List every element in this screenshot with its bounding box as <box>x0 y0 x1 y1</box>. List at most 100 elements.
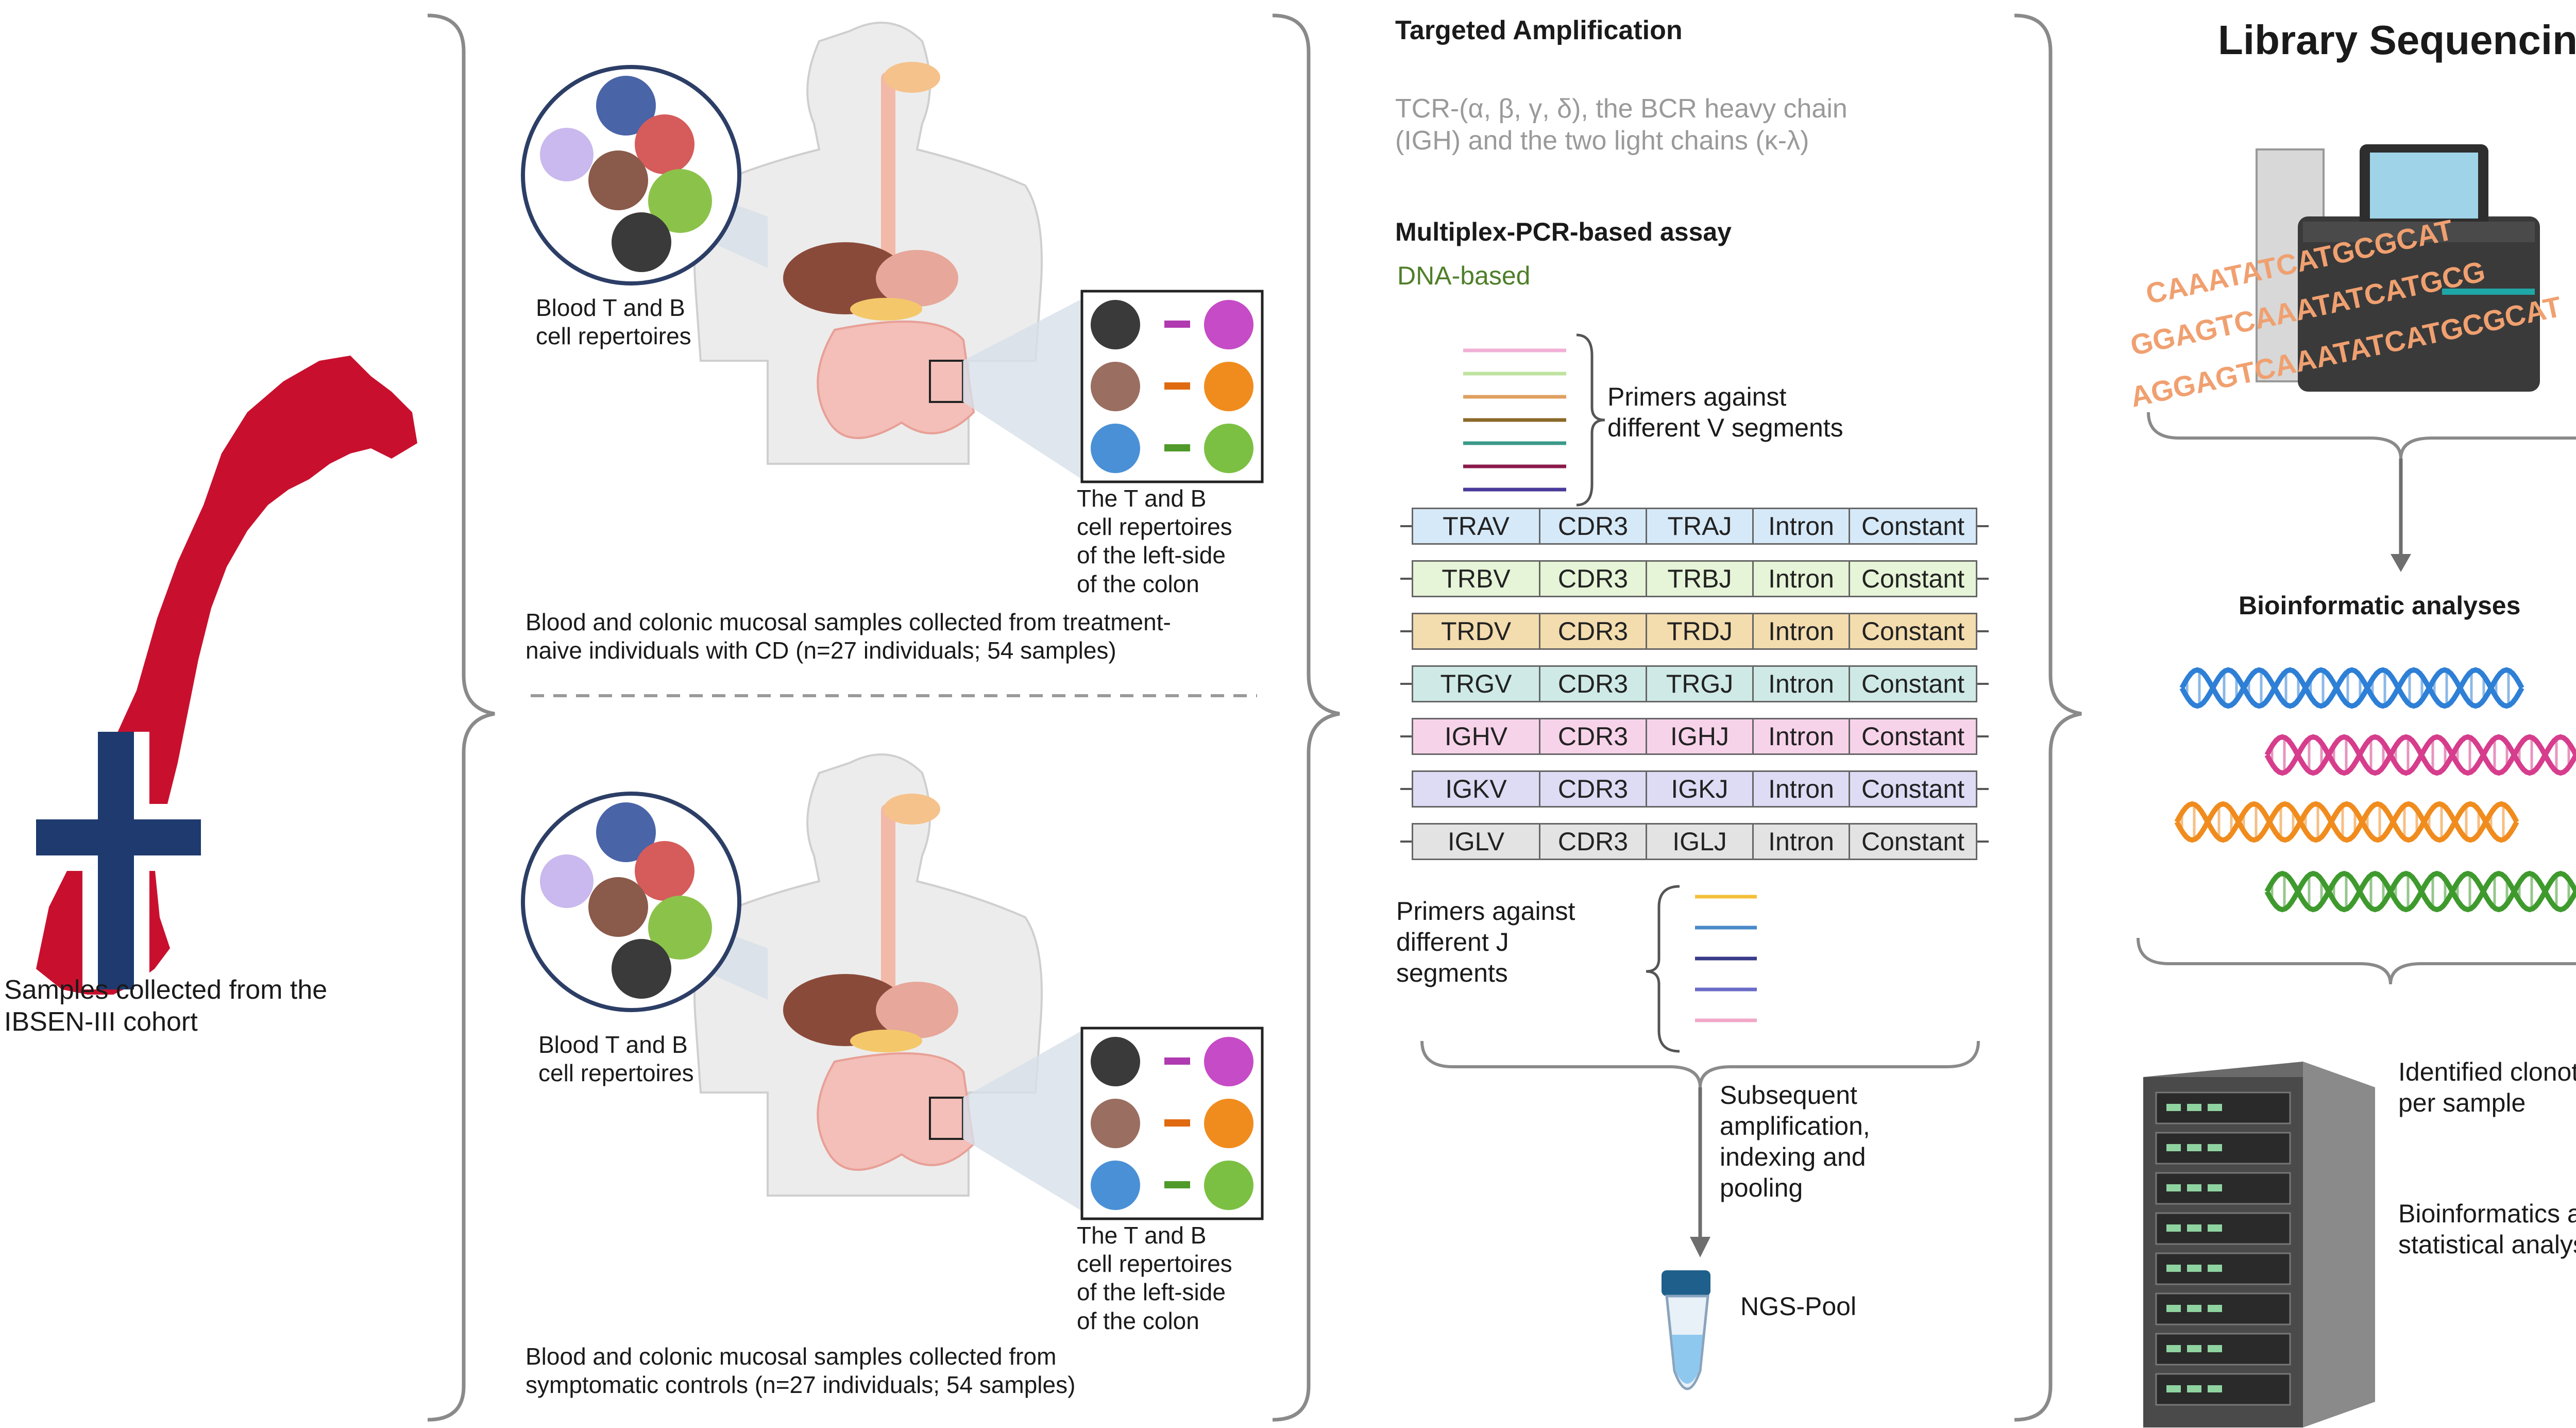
gene-segment: TRAV <box>1412 508 1540 545</box>
gene-segment: Intron <box>1752 560 1850 597</box>
gene-segment: TRGV <box>1412 665 1540 702</box>
gene-segment: TRGJ <box>1646 665 1754 702</box>
j-primers-icon <box>1646 885 1757 1053</box>
cd-caption: Blood and colonic mucosal samples collec… <box>526 609 1171 664</box>
bracket-left <box>427 13 495 1422</box>
sequencer-icon <box>2256 144 2540 392</box>
colon-zoom-cone <box>963 1031 1082 1211</box>
row-end-cap <box>1977 841 1989 843</box>
sequencing-title: Library Sequencing <box>2218 17 2576 63</box>
rack-led <box>2166 1184 2181 1191</box>
row-end-cap <box>1977 735 1989 737</box>
rack-led <box>2187 1144 2201 1151</box>
dna-strand <box>2264 734 2576 776</box>
rack-led <box>2166 1104 2181 1111</box>
row-start-cap <box>1400 683 1412 685</box>
norway-map-icon <box>36 356 417 995</box>
gene-segment: TRAJ <box>1646 508 1754 545</box>
gene-segment: CDR3 <box>1539 823 1647 860</box>
gene-segment: CDR3 <box>1539 508 1647 545</box>
dna-strand <box>2174 801 2519 843</box>
gene-segment: IGLJ <box>1646 823 1754 860</box>
esophagus <box>881 72 895 268</box>
intestine <box>817 1052 975 1171</box>
bioinformatics-title: Bioinformatic analyses <box>2239 591 2521 620</box>
dna-strand <box>2264 734 2576 776</box>
amplification-description: TCR-(α, β, γ, δ), the BCR heavy chain (I… <box>1395 94 1848 156</box>
sample-brackets <box>427 13 2082 1422</box>
gene-segment: Constant <box>1849 823 1977 860</box>
rack-unit <box>2155 1132 2291 1165</box>
pancreas <box>850 1030 922 1052</box>
rack-led <box>2166 1385 2181 1392</box>
gene-segment: CDR3 <box>1539 560 1647 597</box>
pool-arrow-head <box>1690 1237 1710 1257</box>
gene-segment: Constant <box>1849 770 1977 808</box>
sequencing-bracket <box>2147 412 2576 459</box>
row-end-cap <box>1977 578 1989 580</box>
gene-segment: IGHV <box>1412 718 1540 755</box>
row-start-cap <box>1400 841 1412 843</box>
mouth <box>884 62 940 93</box>
row-start-cap <box>1400 630 1412 632</box>
server-rack-icon <box>2143 1062 2375 1427</box>
row-end-cap <box>1977 630 1989 632</box>
rack-led <box>2208 1305 2222 1312</box>
liver <box>783 242 907 314</box>
rack-led <box>2187 1184 2201 1191</box>
liver <box>783 974 907 1046</box>
gene-segment: IGKJ <box>1646 770 1754 808</box>
cohort-label: Samples collected from the IBSEN-III coh… <box>4 975 328 1037</box>
colon-cells-control-icon <box>1080 1027 1264 1220</box>
rack-unit <box>2155 1252 2291 1285</box>
pooling-bracket <box>1420 1040 1980 1088</box>
cd-colon-label: The T and B cell repertoires of the left… <box>1077 485 1232 597</box>
row-end-cap <box>1977 683 1989 685</box>
analysis-label: Bioinformatics and statistical analysis <box>2398 1199 2576 1259</box>
gene-segment: IGHJ <box>1646 718 1754 755</box>
colon-zoom-cone <box>963 299 1082 479</box>
rack-led <box>2208 1265 2222 1272</box>
gene-segment: Constant <box>1849 718 1977 755</box>
gene-segment: Intron <box>1752 665 1850 702</box>
rack-led <box>2187 1305 2201 1312</box>
gene-segment: Intron <box>1752 508 1850 545</box>
rack-led <box>2166 1224 2181 1232</box>
control-caption: Blood and colonic mucosal samples collec… <box>526 1343 1076 1399</box>
v-primers-icon <box>1463 333 1605 507</box>
gene-segment: IGLV <box>1412 823 1540 860</box>
rack-led <box>2208 1104 2222 1111</box>
dna-strand <box>2264 870 2576 913</box>
rack-led <box>2208 1184 2222 1191</box>
dna-bracket <box>2137 937 2576 985</box>
rack-led <box>2166 1345 2181 1352</box>
rack-led <box>2208 1224 2222 1232</box>
dna-strand <box>2174 801 2519 843</box>
gene-segment: TRBJ <box>1646 560 1754 597</box>
bracket-right <box>2014 13 2082 1422</box>
j-primers-label: Primers against different J segments <box>1396 897 1575 987</box>
stomach <box>876 982 958 1038</box>
dna-strand <box>2264 870 2576 913</box>
row-start-cap <box>1400 525 1412 527</box>
assay-title: Multiplex-PCR-based assay <box>1395 217 1732 246</box>
stomach <box>876 250 958 307</box>
rack-led <box>2208 1144 2222 1151</box>
gene-segment: CDR3 <box>1539 613 1647 650</box>
row-end-cap <box>1977 788 1989 790</box>
gene-segment: IGKV <box>1412 770 1540 808</box>
bracket-middle <box>1272 13 1340 1422</box>
gene-segment: Constant <box>1849 665 1977 702</box>
gene-segment: Intron <box>1752 770 1850 808</box>
gene-segment: Constant <box>1849 560 1977 597</box>
rack-led <box>2187 1345 2201 1352</box>
flag-blue-horizontal <box>36 819 201 855</box>
row-end-cap <box>1977 525 1989 527</box>
esophagus <box>881 804 895 1000</box>
gene-segment: Constant <box>1849 508 1977 545</box>
rack-led <box>2187 1385 2201 1392</box>
rack-led <box>2166 1144 2181 1151</box>
v-primers-label: Primers against different V segments <box>1607 382 1843 442</box>
